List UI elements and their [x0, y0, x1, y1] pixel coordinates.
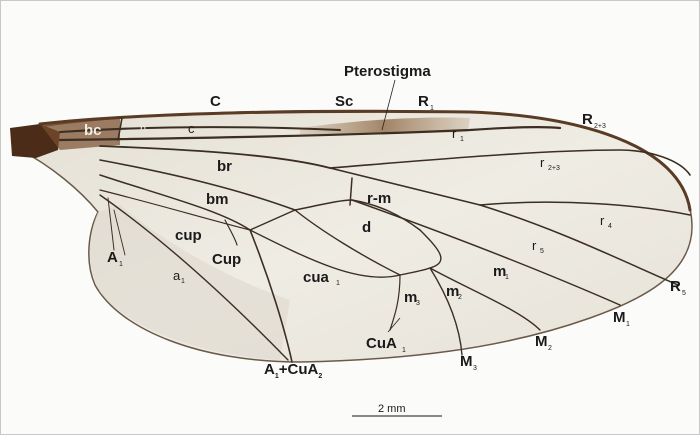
label-cua1: cua [303, 269, 330, 286]
label-R5: R [670, 278, 681, 295]
label-CuA1-sub: 1 [402, 347, 406, 354]
label-M3-sub: 3 [473, 365, 477, 372]
label-m1-sub: 1 [505, 274, 509, 281]
label-m3-sub: 3 [416, 300, 420, 307]
label-r1: r [452, 126, 457, 141]
label-a1-sub: 1 [181, 278, 185, 285]
label-r2plus3: r [540, 155, 545, 170]
label-r5-sub: 5 [540, 248, 544, 255]
label-br: br [217, 158, 232, 175]
label-CuA1: CuA [366, 335, 397, 352]
label-R5-sub: 5 [682, 290, 686, 297]
label-R2plus3: R [582, 111, 593, 128]
label-r2plus3-sub: 2+3 [548, 165, 560, 172]
label-a1: a [173, 268, 181, 283]
label-R1-sub: 1 [430, 105, 434, 112]
label-R2plus3-sub: 2+3 [594, 123, 606, 130]
label-M2-sub: 2 [548, 345, 552, 352]
label-cup: cup [175, 227, 202, 244]
label-cua1-sub: 1 [336, 280, 340, 287]
label-c: c [188, 121, 195, 136]
label-M1-sub: 1 [626, 321, 630, 328]
label-r5: r [532, 238, 537, 253]
label-A1CuA2: A1+CuA2 [264, 361, 322, 380]
label-M1: M [613, 309, 626, 326]
label-Sc: Sc [335, 93, 353, 110]
label-Cup: Cup [212, 251, 241, 268]
label-A1-sub: 1 [119, 261, 123, 268]
label-C: C [210, 93, 221, 110]
scale-bar-label: 2 mm [378, 403, 406, 415]
label-M2: M [535, 333, 548, 350]
label-r1-sub: 1 [460, 136, 464, 143]
label-r4: r [600, 213, 605, 228]
label-A1: A [107, 249, 118, 266]
label-rm: r-m [367, 190, 391, 207]
label-h: h [140, 123, 146, 135]
label-pterostigma: Pterostigma [344, 63, 431, 80]
label-bc: bc [84, 122, 102, 139]
label-M3: M [460, 353, 473, 370]
label-bm: bm [206, 191, 229, 208]
label-r4-sub: 4 [608, 223, 612, 230]
label-R1: R [418, 93, 429, 110]
label-d: d [362, 219, 371, 236]
label-m2-sub: 2 [458, 294, 462, 301]
